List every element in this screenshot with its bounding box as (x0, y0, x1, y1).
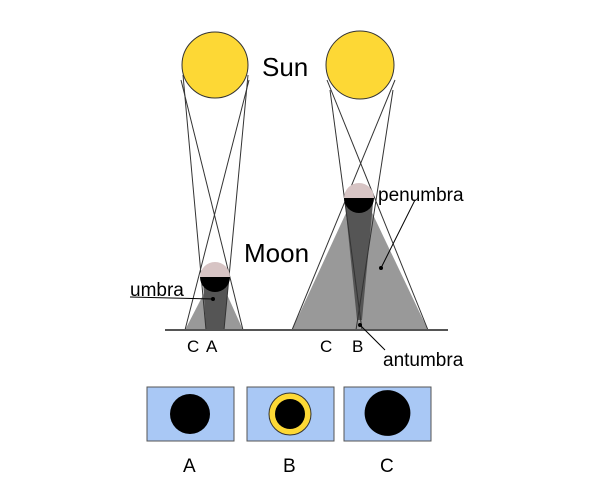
antumbra-dot (358, 323, 362, 327)
ground-label-right-b: B (352, 337, 363, 356)
left-configuration (180, 31, 250, 331)
panel-c-label: C (380, 456, 394, 477)
right-sun (325, 30, 395, 100)
panel-c-moon (364, 390, 411, 436)
ground-label-left-c: C (187, 337, 199, 356)
panel-b-label: B (283, 456, 296, 477)
left-sun (181, 31, 249, 99)
moon-label: Moon (244, 238, 309, 268)
antumbra-pointer (359, 324, 386, 351)
ground-label-left-a: A (206, 337, 218, 356)
penumbra-dot (379, 266, 383, 270)
panel-b-moon (275, 399, 305, 429)
right-umbra-region (345, 203, 373, 320)
panel-a-label: A (183, 456, 196, 477)
ground-label-right-c: C (320, 337, 332, 356)
penumbra-pointer (380, 199, 416, 269)
panel-a (146, 386, 235, 442)
umbra-pointer (129, 296, 214, 300)
panel-c (343, 386, 432, 442)
antumbra-label: antumbra (383, 350, 464, 371)
sun-label: Sun (262, 52, 308, 82)
right-moon (344, 183, 374, 213)
label-pointers (129, 199, 416, 351)
umbra-dot (211, 297, 215, 301)
umbra-label: umbra (130, 280, 184, 301)
left-moon (200, 262, 230, 292)
panel-a-moon (170, 394, 210, 434)
right-configuration (291, 30, 429, 331)
left-umbra-region (203, 280, 229, 330)
right-light-rays (291, 79, 429, 331)
left-light-rays (180, 74, 250, 331)
panel-b (246, 386, 335, 442)
penumbra-label: penumbra (378, 185, 464, 206)
